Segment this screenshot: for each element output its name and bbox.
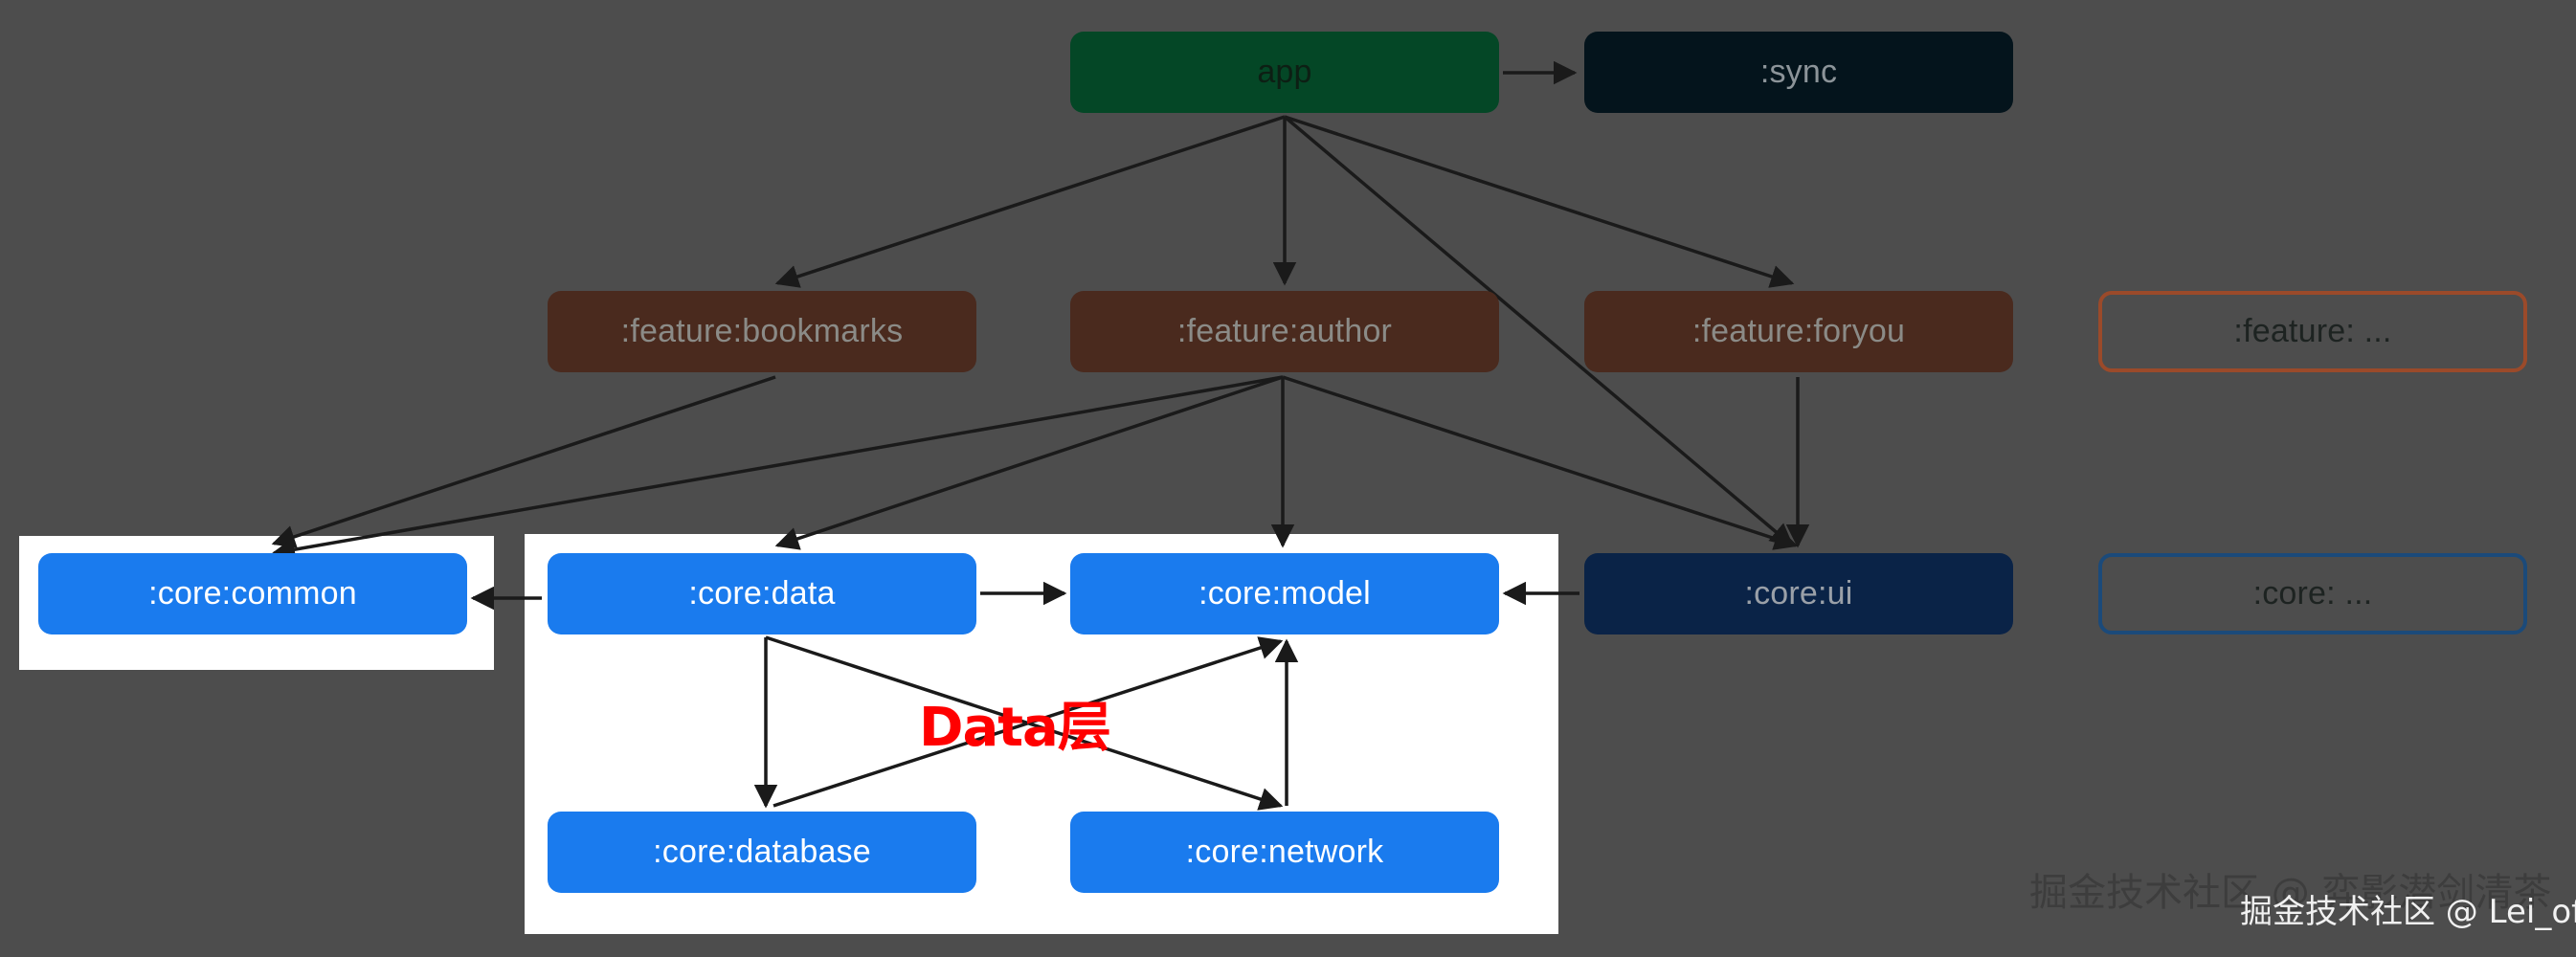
edge-app-feature-foryou	[1284, 115, 1795, 288]
node-core-data[interactable]: :core:data	[548, 553, 976, 634]
edge-feature-bookmarks-core-common	[271, 375, 776, 548]
node-feature-bookmarks[interactable]: :feature:bookmarks	[548, 291, 976, 372]
node-core-data-label: :core:data	[688, 575, 836, 612]
node-core-common[interactable]: :core:common	[38, 553, 467, 634]
node-core-network[interactable]: :core:network	[1070, 812, 1499, 893]
node-core-ui[interactable]: :core:ui	[1584, 553, 2013, 634]
node-core-network-label: :core:network	[1185, 834, 1384, 870]
node-sync-label: :sync	[1759, 54, 1838, 90]
edge-feature-author-core-ui	[1282, 375, 1799, 550]
node-sync[interactable]: :sync	[1584, 32, 2013, 113]
watermark-background: 掘金技术社区 @ 弈影潜剑清茶	[2029, 871, 2552, 915]
node-feature-bookmarks-label: :feature:bookmarks	[620, 313, 904, 349]
node-core-database-label: :core:database	[653, 834, 871, 870]
node-app[interactable]: app	[1070, 32, 1499, 113]
node-core-ui-label: :core:ui	[1744, 575, 1853, 612]
node-feature-foryou[interactable]: :feature:foryou	[1584, 291, 2013, 372]
edge-feature-author-core-data	[774, 375, 1284, 550]
node-core-more[interactable]: :core: ...	[2098, 553, 2527, 634]
node-core-model-label: :core:model	[1198, 575, 1371, 612]
node-app-label: app	[1257, 54, 1312, 90]
node-core-common-label: :core:common	[148, 575, 357, 612]
data-layer-label: Data层	[919, 697, 1111, 759]
node-feature-author[interactable]: :feature:author	[1070, 291, 1499, 372]
node-feature-foryou-label: :feature:foryou	[1691, 313, 1906, 349]
edge-app-feature-bookmarks	[774, 115, 1286, 288]
node-feature-author-label: :feature:author	[1176, 313, 1393, 349]
node-core-more-label: :core: ...	[2252, 575, 2373, 612]
node-feature-more[interactable]: :feature: ...	[2098, 291, 2527, 372]
watermark-foreground: 掘金技术社区 @ Lei_official	[2240, 893, 2576, 931]
node-core-database[interactable]: :core:database	[548, 812, 976, 893]
node-feature-more-label: :feature: ...	[2233, 313, 2392, 349]
node-core-model[interactable]: :core:model	[1070, 553, 1499, 634]
edge-feature-author-core-common	[271, 375, 1284, 562]
